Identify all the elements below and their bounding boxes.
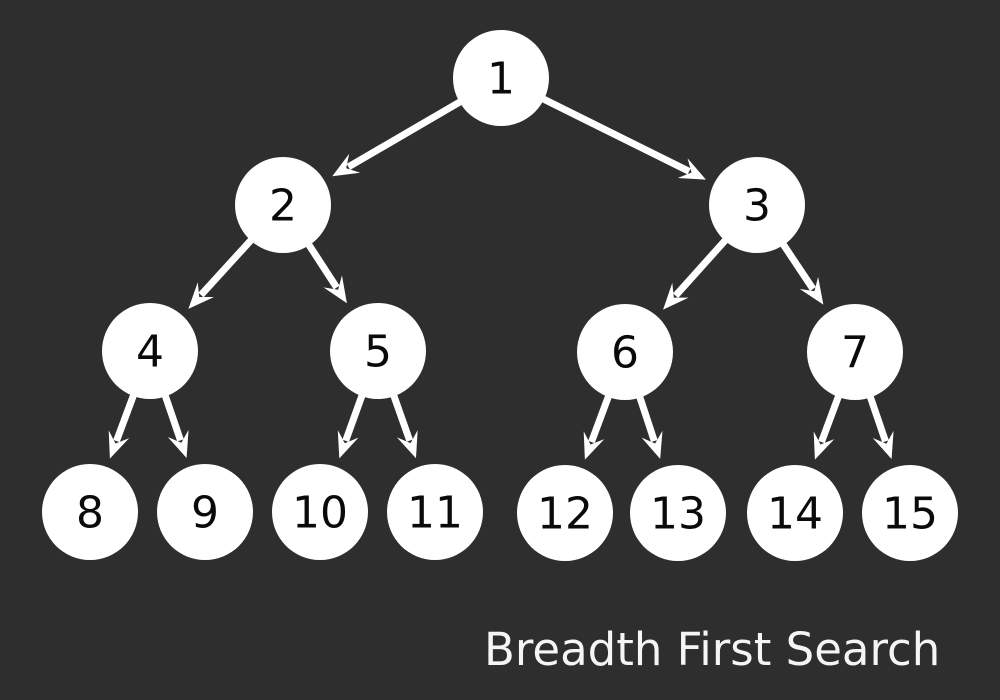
tree-node-9[interactable]: 9 — [157, 464, 253, 560]
node-circle[interactable] — [387, 464, 483, 560]
node-label: 1 — [487, 54, 515, 105]
node-circle[interactable] — [630, 465, 726, 561]
node-circle[interactable] — [517, 465, 613, 561]
node-label: 9 — [191, 488, 219, 539]
node-label: 2 — [269, 181, 297, 232]
node-label: 5 — [364, 327, 392, 378]
node-circle[interactable] — [102, 303, 198, 399]
tree-node-6[interactable]: 6 — [577, 304, 673, 400]
node-label: 10 — [292, 488, 348, 539]
node-label: 3 — [743, 181, 771, 232]
tree-node-11[interactable]: 11 — [387, 464, 483, 560]
tree-edge — [388, 389, 418, 459]
edge-arrowhead-icon — [337, 430, 359, 459]
tree-node-2[interactable]: 2 — [235, 157, 331, 253]
edge-arrowhead-icon — [396, 430, 418, 459]
edge-arrowhead-icon — [108, 430, 130, 459]
edge-arrowhead-icon — [677, 158, 706, 180]
tree-node-15[interactable]: 15 — [862, 465, 958, 561]
tree-edge — [777, 238, 824, 305]
edge-arrowhead-icon — [167, 429, 189, 459]
node-label: 8 — [76, 488, 104, 539]
edge-arrowhead-icon — [323, 275, 347, 304]
tree-edge — [634, 390, 663, 459]
node-label: 6 — [611, 328, 639, 379]
diagram-caption: Breadth First Search — [484, 623, 941, 676]
node-circle[interactable] — [330, 303, 426, 399]
tree-edge — [108, 389, 139, 459]
tree-node-5[interactable]: 5 — [330, 303, 426, 399]
tree-edge — [337, 389, 368, 459]
node-circle[interactable] — [807, 304, 903, 400]
edge-arrowhead-icon — [813, 431, 835, 460]
tree-node-13[interactable]: 13 — [630, 465, 726, 561]
tree-edge — [865, 390, 894, 460]
node-circle[interactable] — [747, 465, 843, 561]
tree-node-14[interactable]: 14 — [747, 465, 843, 561]
tree-node-4[interactable]: 4 — [102, 303, 198, 399]
node-label: 11 — [407, 488, 463, 539]
tree-edge — [302, 238, 347, 304]
edge-arrowhead-icon — [188, 282, 215, 309]
node-circle[interactable] — [272, 464, 368, 560]
node-label: 12 — [537, 489, 593, 540]
edge-arrowhead-icon — [872, 430, 894, 460]
node-circle[interactable] — [42, 464, 138, 560]
node-label: 15 — [882, 489, 938, 540]
edge-arrowhead-icon — [641, 430, 663, 459]
node-circle[interactable] — [453, 30, 549, 126]
node-label: 14 — [767, 489, 823, 540]
tree-edge — [188, 233, 258, 309]
tree-node-12[interactable]: 12 — [517, 465, 613, 561]
tree-node-3[interactable]: 3 — [709, 157, 805, 253]
node-circle[interactable] — [709, 157, 805, 253]
tree-edge — [663, 233, 732, 310]
tree-edge — [813, 390, 844, 460]
tree-node-1[interactable]: 1 — [453, 30, 549, 126]
tree-edge — [160, 389, 189, 459]
edge-arrowhead-icon — [332, 153, 361, 177]
tree-node-10[interactable]: 10 — [272, 464, 368, 560]
node-circle[interactable] — [862, 465, 958, 561]
node-label: 13 — [650, 489, 706, 540]
node-circle[interactable] — [235, 157, 331, 253]
tree-edge — [332, 96, 467, 177]
tree-edge — [583, 390, 614, 460]
node-circle[interactable] — [157, 464, 253, 560]
node-circle[interactable] — [577, 304, 673, 400]
tree-node-7[interactable]: 7 — [807, 304, 903, 400]
edges-layer — [108, 93, 894, 460]
edge-arrowhead-icon — [663, 282, 689, 310]
node-label: 7 — [841, 328, 869, 379]
tree-node-8[interactable]: 8 — [42, 464, 138, 560]
edge-arrowhead-icon — [583, 431, 605, 460]
edge-arrowhead-icon — [799, 276, 824, 305]
node-label: 4 — [136, 327, 164, 378]
tree-edge — [537, 93, 706, 180]
